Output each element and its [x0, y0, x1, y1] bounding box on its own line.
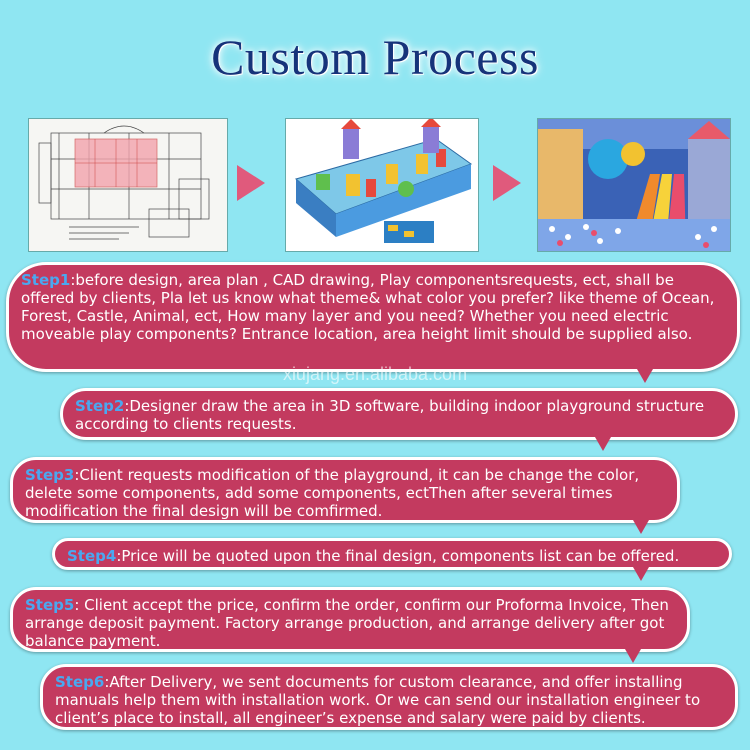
- arrow-right-icon: [237, 165, 265, 201]
- bubble-tail: [633, 520, 649, 534]
- playground-3d-design-image: [285, 118, 479, 252]
- step-text-6: :After Delivery, we sent documents for c…: [55, 673, 701, 727]
- step-label-6: Step6: [55, 673, 105, 691]
- arrow-right-icon: [493, 165, 521, 201]
- step-label-5: Step5: [25, 596, 75, 614]
- step-label-3: Step3: [25, 466, 75, 484]
- finished-playground-photo: [537, 118, 731, 252]
- bubble-tail: [625, 649, 641, 663]
- bubble-tail: [595, 437, 611, 451]
- step-bubble-6: Step6:After Delivery, we sent documents …: [40, 664, 738, 730]
- step-text-2: :Designer draw the area in 3D software, …: [75, 397, 705, 433]
- cad-floor-plan-image: [28, 118, 228, 252]
- step-label-2: Step2: [75, 397, 125, 415]
- step-text-1: :before design, area plan , CAD drawing,…: [21, 271, 715, 343]
- step-bubble-3: Step3:Client requests modification of th…: [10, 457, 680, 534]
- step-text-3: :Client requests modification of the pla…: [25, 466, 640, 520]
- step-label-1: Step1: [21, 271, 71, 289]
- step-label-4: Step4: [67, 547, 117, 565]
- step-bubble-2: Step2:Designer draw the area in 3D softw…: [60, 388, 738, 451]
- step-bubble-1: Step1:before design, area plan , CAD dra…: [6, 262, 740, 383]
- watermark: xiujang.en.alibaba.com: [282, 364, 468, 384]
- step-text-5: : Client accept the price, confirm the o…: [25, 596, 669, 650]
- step-bubble-4: Step4:Price will be quoted upon the fina…: [52, 538, 732, 581]
- bubble-tail: [637, 369, 653, 383]
- bubble-tail: [633, 567, 649, 581]
- step-bubble-5: Step5: Client accept the price, confirm …: [10, 587, 690, 663]
- page-title: Custom Process: [211, 29, 539, 85]
- step-text-4: :Price will be quoted upon the final des…: [116, 547, 680, 565]
